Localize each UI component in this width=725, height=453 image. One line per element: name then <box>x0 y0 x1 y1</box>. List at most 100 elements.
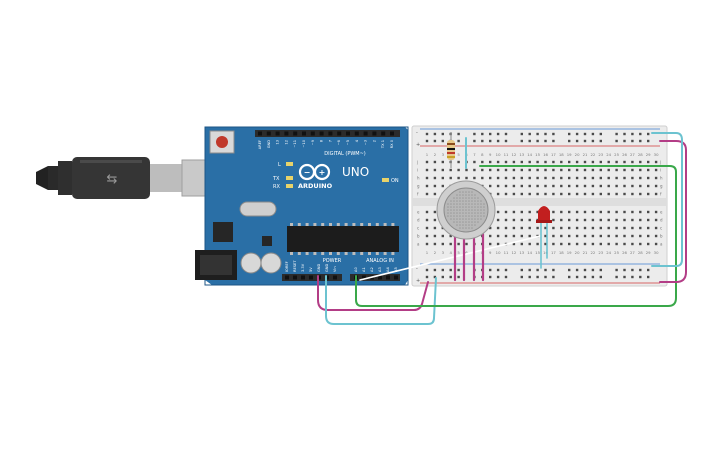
terminal-hole-top[interactable] <box>489 168 492 172</box>
terminal-hole-bottom[interactable] <box>560 226 563 230</box>
terminal-hole-bottom[interactable] <box>496 210 500 214</box>
terminal-hole-top[interactable] <box>591 176 595 180</box>
digital-pin-hole[interactable] <box>363 131 368 136</box>
terminal-hole-bottom[interactable] <box>536 210 539 214</box>
terminal-hole-bottom[interactable] <box>433 218 437 222</box>
terminal-hole-top[interactable] <box>425 168 429 172</box>
power-pin-hole[interactable] <box>333 275 337 280</box>
terminal-hole-top[interactable] <box>575 176 579 180</box>
terminal-hole-top[interactable] <box>528 160 531 164</box>
top-rail-hole[interactable] <box>599 132 602 136</box>
terminal-hole-top[interactable] <box>528 168 531 172</box>
terminal-hole-top[interactable] <box>575 160 579 164</box>
top-rail-hole[interactable] <box>536 132 539 136</box>
terminal-hole-top[interactable] <box>607 192 610 196</box>
terminal-hole-bottom[interactable] <box>575 226 579 230</box>
top-rail-hole[interactable] <box>433 132 437 136</box>
terminal-hole-bottom[interactable] <box>568 242 571 246</box>
terminal-hole-top[interactable] <box>623 168 626 172</box>
bottom-rail-hole[interactable] <box>647 275 650 279</box>
top-rail-hole[interactable] <box>520 139 523 143</box>
top-rail-hole[interactable] <box>425 139 429 143</box>
terminal-hole-bottom[interactable] <box>654 242 658 246</box>
terminal-hole-bottom[interactable] <box>504 226 508 230</box>
terminal-hole-top[interactable] <box>504 168 508 172</box>
terminal-hole-bottom[interactable] <box>631 226 634 230</box>
terminal-hole-bottom[interactable] <box>433 234 437 238</box>
bottom-rail-hole[interactable] <box>433 275 437 279</box>
terminal-hole-top[interactable] <box>583 160 587 164</box>
terminal-hole-top[interactable] <box>449 176 452 180</box>
terminal-hole-bottom[interactable] <box>496 242 500 246</box>
top-rail-hole[interactable] <box>457 139 460 143</box>
digital-pin-hole[interactable] <box>293 131 298 136</box>
terminal-hole-top[interactable] <box>568 160 571 164</box>
terminal-hole-bottom[interactable] <box>433 226 437 230</box>
analog-pin-hole[interactable] <box>394 275 398 280</box>
terminal-hole-bottom[interactable] <box>528 218 531 222</box>
terminal-hole-top[interactable] <box>520 168 523 172</box>
terminal-hole-top[interactable] <box>544 176 547 180</box>
wire-a0-green[interactable] <box>355 165 677 307</box>
bottom-rail-hole[interactable] <box>489 275 492 279</box>
terminal-hole-top[interactable] <box>481 160 484 164</box>
terminal-hole-bottom[interactable] <box>512 234 516 238</box>
terminal-hole-top[interactable] <box>647 184 650 188</box>
arduino-uno-board[interactable]: L TX RX ON − + ARDUINO UNO DIGITAL (PWM~… <box>195 126 409 286</box>
terminal-hole-top[interactable] <box>615 160 618 164</box>
terminal-hole-top[interactable] <box>496 176 500 180</box>
bottom-rail-hole[interactable] <box>496 268 500 272</box>
top-rail-hole[interactable] <box>591 139 595 143</box>
top-rail-hole[interactable] <box>583 132 587 136</box>
terminal-hole-bottom[interactable] <box>599 234 602 238</box>
terminal-hole-top[interactable] <box>489 176 492 180</box>
terminal-hole-top[interactable] <box>441 160 444 164</box>
bottom-rail-hole[interactable] <box>647 268 650 272</box>
terminal-hole-top[interactable] <box>496 168 500 172</box>
terminal-hole-bottom[interactable] <box>544 234 547 238</box>
terminal-hole-bottom[interactable] <box>425 242 429 246</box>
terminal-hole-bottom[interactable] <box>512 210 516 214</box>
terminal-hole-top[interactable] <box>599 160 602 164</box>
terminal-hole-top[interactable] <box>465 176 468 180</box>
terminal-hole-top[interactable] <box>599 184 602 188</box>
terminal-hole-top[interactable] <box>544 184 547 188</box>
terminal-hole-top[interactable] <box>441 184 444 188</box>
top-rail-hole[interactable] <box>481 139 484 143</box>
power-pin-hole[interactable] <box>293 275 297 280</box>
top-rail-hole[interactable] <box>504 132 508 136</box>
top-rail-hole[interactable] <box>489 132 492 136</box>
terminal-hole-top[interactable] <box>615 176 618 180</box>
terminal-hole-bottom[interactable] <box>552 234 555 238</box>
terminal-hole-bottom[interactable] <box>654 234 658 238</box>
terminal-hole-top[interactable] <box>623 160 626 164</box>
terminal-hole-bottom[interactable] <box>583 226 587 230</box>
terminal-hole-bottom[interactable] <box>615 226 618 230</box>
terminal-hole-bottom[interactable] <box>639 226 642 230</box>
terminal-hole-bottom[interactable] <box>647 218 650 222</box>
bottom-rail-hole[interactable] <box>639 275 642 279</box>
top-rail-hole[interactable] <box>433 139 437 143</box>
bottom-rail-hole[interactable] <box>489 268 492 272</box>
terminal-hole-bottom[interactable] <box>449 234 452 238</box>
terminal-hole-top[interactable] <box>536 168 539 172</box>
top-rail-hole[interactable] <box>583 139 587 143</box>
terminal-hole-bottom[interactable] <box>560 218 563 222</box>
terminal-hole-bottom[interactable] <box>607 210 610 214</box>
terminal-hole-bottom[interactable] <box>591 218 595 222</box>
top-rail-hole[interactable] <box>481 132 484 136</box>
terminal-hole-bottom[interactable] <box>654 218 658 222</box>
terminal-hole-top[interactable] <box>504 160 508 164</box>
power-pin-hole[interactable] <box>285 275 289 280</box>
terminal-hole-top[interactable] <box>481 168 484 172</box>
digital-pin-hole[interactable] <box>266 131 271 136</box>
terminal-hole-bottom[interactable] <box>465 242 468 246</box>
terminal-hole-top[interactable] <box>520 176 523 180</box>
terminal-hole-bottom[interactable] <box>583 218 587 222</box>
terminal-hole-bottom[interactable] <box>425 218 429 222</box>
terminal-hole-top[interactable] <box>536 160 539 164</box>
terminal-hole-bottom[interactable] <box>449 242 452 246</box>
terminal-hole-top[interactable] <box>599 168 602 172</box>
terminal-hole-bottom[interactable] <box>441 242 444 246</box>
terminal-hole-bottom[interactable] <box>615 218 618 222</box>
